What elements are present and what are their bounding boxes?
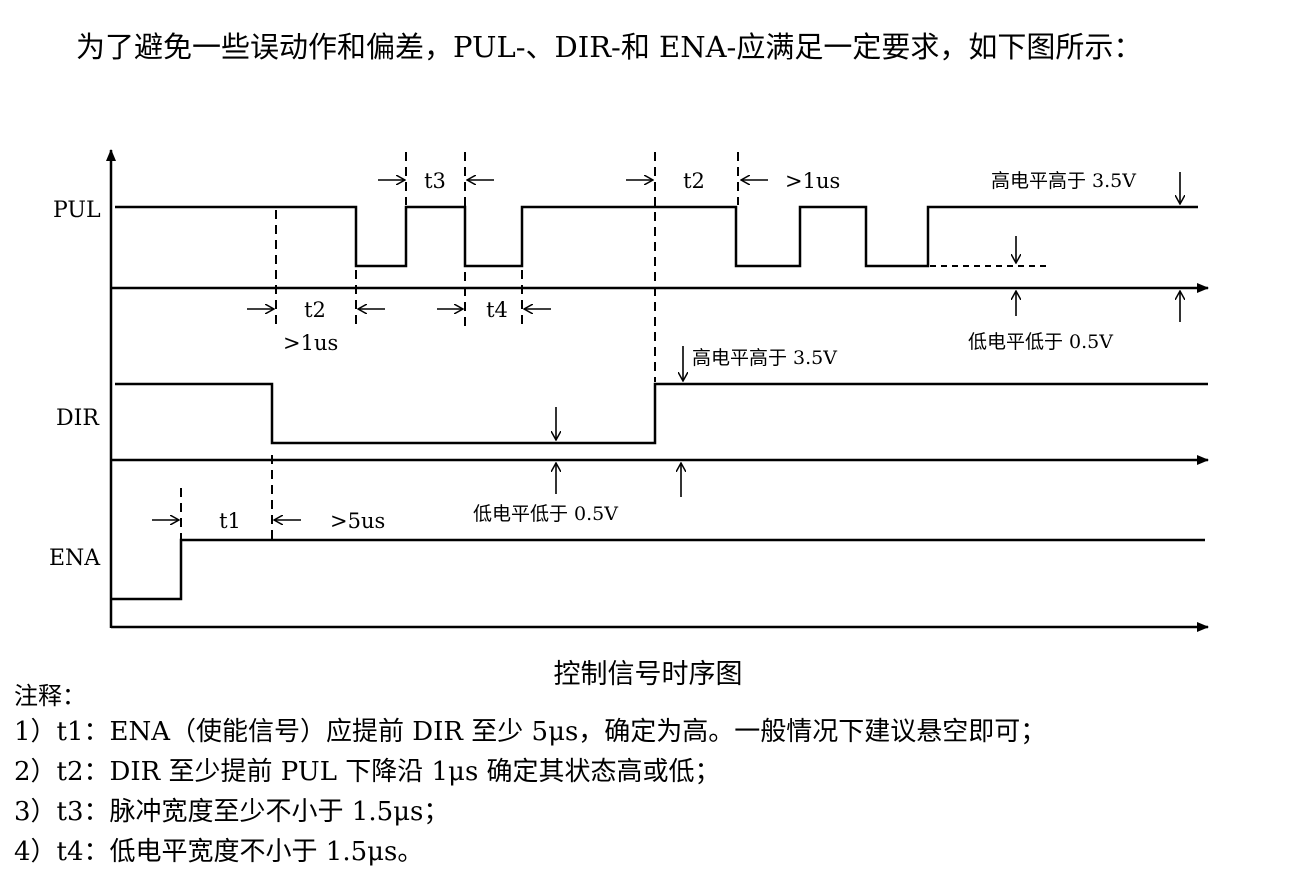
gt1us-bottom-label: >1us [283, 331, 338, 355]
gt5us-label: >5us [330, 509, 385, 533]
pul-high-note: 高电平高于 3.5V [991, 170, 1136, 192]
t4-label: t4 [486, 298, 508, 322]
dir-low-note: 低电平低于 0.5V [473, 503, 618, 525]
dir-high-note: 高电平高于 3.5V [692, 347, 837, 369]
signal-label-dir: DIR [56, 406, 100, 431]
signal-label-ena: ENA [49, 546, 101, 571]
t1-label: t1 [219, 509, 241, 533]
signal-label-pul: PUL [53, 198, 101, 223]
ena-waveform [111, 538, 1205, 601]
dir-waveform [115, 382, 1208, 445]
note-item: 4）t4：低电平宽度不小于 1.5μs。 [14, 837, 424, 867]
diagram-caption: 控制信号时序图 [553, 659, 743, 690]
note-item: 1）t1：ENA（使能信号）应提前 DIR 至少 5μs，确定为高。一般情况下建… [14, 717, 1047, 747]
pul-low-note: 低电平低于 0.5V [968, 331, 1113, 353]
gt1us-top-label: >1us [785, 169, 840, 193]
dimension-arrows [152, 180, 768, 520]
note-item: 2）t2：DIR 至少提前 PUL 下降沿 1μs 确定其状态高或低； [14, 757, 721, 787]
t2-top-label: t2 [683, 169, 705, 193]
notes-list: 1）t1：ENA（使能信号）应提前 DIR 至少 5μs，确定为高。一般情况下建… [14, 712, 1046, 872]
pul-waveform [115, 205, 1198, 268]
t2-bottom-label: t2 [304, 298, 326, 322]
notes-title: 注释： [14, 682, 86, 710]
note-item: 3）t3：脉冲宽度至少不小于 1.5μs； [14, 797, 450, 827]
level-arrows [556, 172, 1180, 497]
intro-text: 为了避免一些误动作和偏差，PUL-、DIR-和 ENA-应满足一定要求，如下图所… [76, 30, 1143, 64]
timing-guides [180, 152, 739, 540]
t3-label: t3 [424, 169, 446, 193]
